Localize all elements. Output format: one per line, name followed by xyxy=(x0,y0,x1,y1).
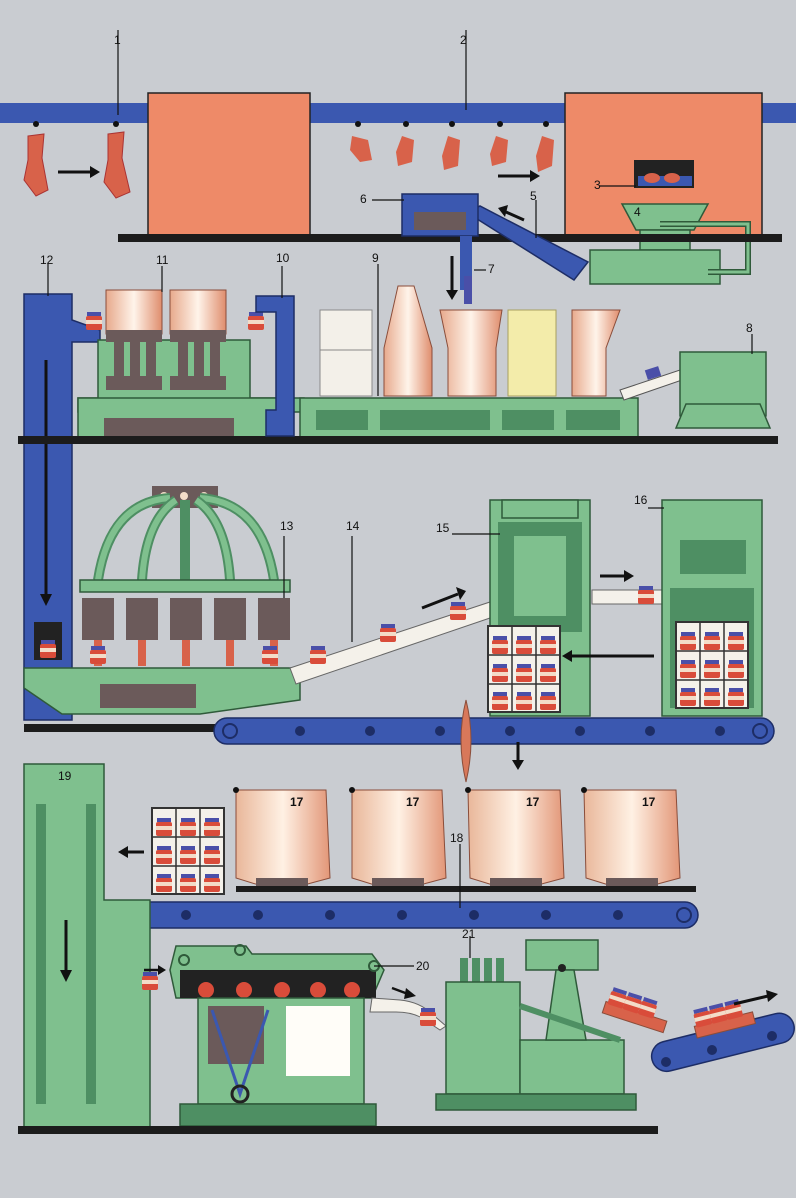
crate-jars xyxy=(156,818,220,892)
chilling-room xyxy=(147,92,311,236)
jar-icon xyxy=(40,640,56,658)
roller-icon xyxy=(181,907,692,923)
jar-icon xyxy=(248,312,264,330)
label-8: 8 xyxy=(746,321,753,335)
label-13: 13 xyxy=(280,519,294,533)
label-9: 9 xyxy=(372,251,379,265)
label-4: 4 xyxy=(634,205,641,219)
arrow-icon xyxy=(600,570,634,582)
roller-icon xyxy=(222,723,768,739)
label-7: 7 xyxy=(488,262,495,276)
label-14: 14 xyxy=(346,519,360,533)
label-2: 2 xyxy=(460,33,467,47)
label-17: 17 xyxy=(406,795,420,809)
seamer-beam xyxy=(79,579,291,593)
label-20: 20 xyxy=(416,959,430,973)
meat-carcass-icon xyxy=(23,121,49,197)
floor-2 xyxy=(18,436,778,444)
hook-pendant xyxy=(460,699,472,783)
label-18: 18 xyxy=(450,831,464,845)
crate-jars xyxy=(492,636,556,710)
arrow-icon xyxy=(40,360,52,606)
jar-icon xyxy=(86,312,102,330)
label-5: 5 xyxy=(530,189,537,203)
label-17: 17 xyxy=(642,795,656,809)
label-21: 21 xyxy=(462,927,476,941)
labelling-machine-21 xyxy=(445,981,521,1095)
jar-icon xyxy=(310,646,326,664)
arrow-icon xyxy=(498,205,525,222)
vat-conveyor-18 xyxy=(117,901,699,929)
jar-icon xyxy=(420,1008,436,1026)
label-1: 1 xyxy=(114,33,121,47)
mixer-2 xyxy=(383,285,433,397)
floor-3 xyxy=(24,724,248,732)
label-16: 16 xyxy=(634,493,648,507)
label-12: 12 xyxy=(40,253,54,267)
mixer-4 xyxy=(507,309,557,397)
jar-icon xyxy=(90,646,106,664)
arrow-icon xyxy=(391,986,416,999)
arrow-icon xyxy=(60,920,72,982)
label-17: 17 xyxy=(526,795,540,809)
cooling-vat-1 xyxy=(233,787,331,888)
floor-1 xyxy=(118,234,782,242)
jar-icon xyxy=(262,646,278,664)
label-10: 10 xyxy=(276,251,290,265)
mincer-body xyxy=(589,249,721,285)
mixer-3 xyxy=(439,309,503,397)
jar-icon xyxy=(450,602,466,620)
label-17: 17 xyxy=(290,795,304,809)
cooling-vat-2 xyxy=(349,787,447,888)
meat-carcass-icon xyxy=(103,121,131,199)
packed-jars xyxy=(692,998,757,1039)
jar-icon xyxy=(142,972,158,990)
filler-head-1 xyxy=(105,289,163,390)
arrow-icon xyxy=(144,965,166,975)
cooling-vat-4 xyxy=(581,787,681,888)
arrow-icon xyxy=(421,587,466,610)
arrow-icon xyxy=(446,256,458,300)
floor-4 xyxy=(18,1126,658,1134)
labelled-jars xyxy=(601,986,668,1034)
arrow-icon xyxy=(733,990,778,1006)
mixer-1 xyxy=(319,309,373,397)
seamer-heads xyxy=(82,598,290,666)
return-belt xyxy=(213,717,775,745)
exit-chute xyxy=(369,997,447,1031)
jar-icon xyxy=(638,586,654,604)
label-15: 15 xyxy=(436,521,450,535)
meat-carcass-icon xyxy=(536,121,554,172)
arrow-icon xyxy=(512,742,524,770)
jar-elevator-10 xyxy=(255,295,295,437)
label-11: 11 xyxy=(156,253,169,267)
jar-icon xyxy=(380,624,396,642)
mixer-5 xyxy=(571,309,621,397)
label-3: 3 xyxy=(594,178,601,192)
arrow-icon xyxy=(118,846,144,858)
crate-jars xyxy=(680,632,744,706)
arrow-icon xyxy=(498,170,540,182)
meat-carcass-icon xyxy=(350,121,372,162)
meat-carcass-icon xyxy=(396,121,414,166)
arrow-icon xyxy=(562,650,654,662)
arrow-icon xyxy=(58,166,100,178)
meat-carcass-icon xyxy=(442,121,460,170)
filler-head-2 xyxy=(169,289,227,390)
cooling-vat-3 xyxy=(465,787,565,888)
label-19: 19 xyxy=(58,769,72,783)
label-6: 6 xyxy=(360,192,367,206)
meat-carcass-icon xyxy=(490,121,508,166)
